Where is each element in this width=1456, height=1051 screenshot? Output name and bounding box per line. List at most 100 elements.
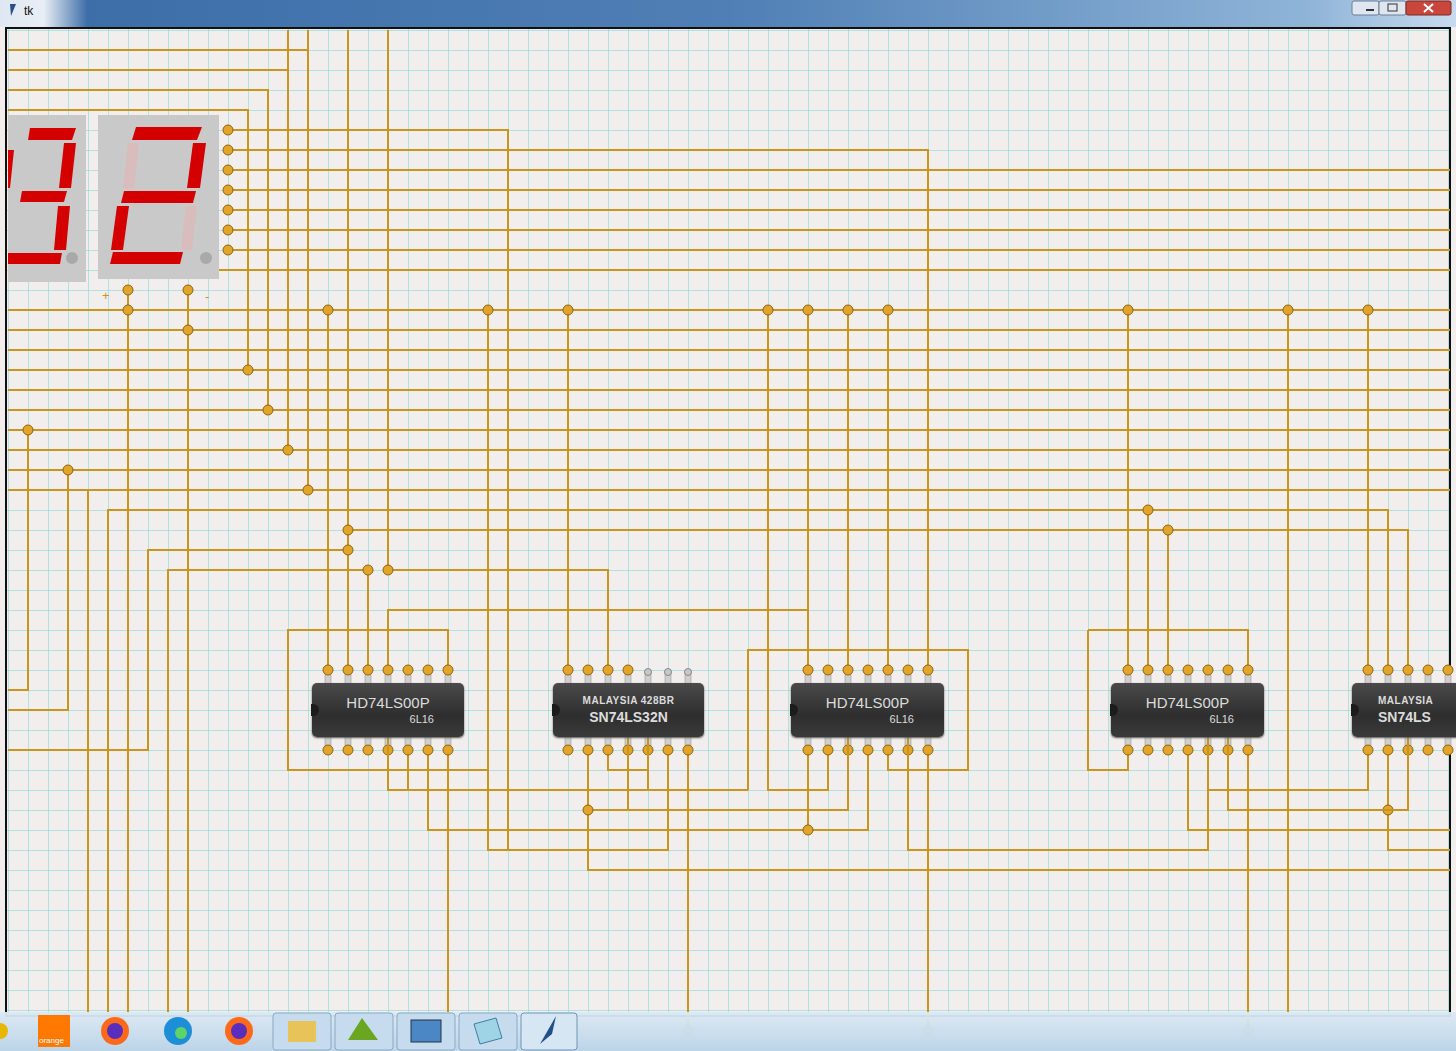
junction-dot [1123, 665, 1133, 675]
junction-dot [1143, 665, 1153, 675]
junction-dot [1243, 745, 1253, 755]
junction-dot [343, 665, 353, 675]
junction-dot [863, 745, 873, 755]
junction-dot [1163, 525, 1173, 535]
canvas-frame [6, 28, 1450, 1016]
junction-dot [363, 745, 373, 755]
wire [8, 469, 1450, 471]
junction-dot [763, 305, 773, 315]
segment [28, 128, 76, 140]
decimal-point [200, 252, 212, 264]
orange-icon [38, 1015, 70, 1047]
task-button [335, 1013, 393, 1050]
junction-dot [803, 825, 813, 835]
junction-dot [323, 665, 333, 675]
junction-dot [223, 205, 233, 215]
wire [8, 409, 1450, 411]
polarity-mark: - [205, 290, 209, 303]
junction-dot [403, 745, 413, 755]
junction-dot [623, 665, 633, 675]
junction-dot [483, 305, 493, 315]
wire-connector [1228, 737, 1408, 810]
junction-dot [1143, 745, 1153, 755]
seven-segment-display [98, 115, 219, 279]
wire [8, 389, 1450, 391]
junction-dot [863, 665, 873, 675]
python-idle-icon [348, 1018, 378, 1040]
wire [567, 310, 569, 670]
ic-chip: HD74LS00P6L16 [1111, 683, 1264, 737]
wire [1088, 630, 1248, 670]
tk-feather-icon [540, 1016, 556, 1044]
app-icon-label: orange [39, 1037, 64, 1045]
notepad-icon [474, 1018, 502, 1044]
junction-dot [1223, 665, 1233, 675]
junction-dot [223, 225, 233, 235]
junction-dot [563, 665, 573, 675]
junction-dot [1443, 665, 1453, 675]
wire [388, 610, 808, 670]
wire [8, 449, 1450, 451]
junction-dot [223, 145, 233, 155]
junction-dot [803, 305, 813, 315]
junction-dot [343, 745, 353, 755]
chip-marking: HD74LS00P [346, 694, 429, 711]
junction-dot [1183, 665, 1193, 675]
junction-dot [563, 305, 573, 315]
junction-dot [423, 665, 433, 675]
junction-dot [883, 665, 893, 675]
junction-dot [383, 565, 393, 575]
junction-dot [923, 745, 933, 755]
junction-dot [183, 285, 193, 295]
junction-dot [1203, 665, 1213, 675]
junction-dot [343, 525, 353, 535]
segment [59, 143, 76, 188]
junction-dot [23, 425, 33, 435]
wire [287, 30, 289, 70]
junction-dot [645, 669, 652, 676]
canvas-ground [5, 27, 1451, 1017]
task-button-active [521, 1013, 577, 1050]
junction-dot [283, 445, 293, 455]
decimal-point [66, 252, 78, 264]
junction-dot [443, 745, 453, 755]
polarity-mark: + [102, 289, 110, 302]
junction-dot [1423, 745, 1433, 755]
junction-dot [1383, 745, 1393, 755]
wire [488, 310, 508, 850]
junction-dot [223, 245, 233, 255]
junction-dot [123, 305, 133, 315]
junction-dot [1163, 665, 1173, 675]
junction-dot [1243, 665, 1253, 675]
edge-icon-core [175, 1027, 187, 1039]
junction-dot [603, 665, 613, 675]
junction-dot [685, 669, 692, 676]
junction-dot [1443, 745, 1453, 755]
junction-dot [363, 665, 373, 675]
junction-dot [323, 305, 333, 315]
segment [110, 252, 183, 264]
junction-dot [803, 745, 813, 755]
taskbar [0, 1012, 1456, 1051]
junction-dot [303, 485, 313, 495]
wire [87, 490, 89, 1012]
minimize-glyph [1366, 9, 1374, 11]
wire [1208, 750, 1368, 790]
wire [8, 329, 1450, 331]
junction-dot [1423, 665, 1433, 675]
wire [187, 290, 189, 1012]
close-button [1406, 1, 1451, 15]
segment-off [181, 206, 197, 250]
display-body [8, 115, 86, 282]
wire [228, 189, 1450, 191]
wire [8, 470, 68, 710]
wire-group [8, 30, 1450, 1030]
wire [168, 570, 368, 1012]
task-button [459, 1013, 517, 1050]
chip-marking: MALAYSIA 428BR [583, 695, 675, 707]
taskbar-icons [0, 1013, 577, 1050]
segment [132, 127, 202, 140]
junction-dot [1123, 745, 1133, 755]
